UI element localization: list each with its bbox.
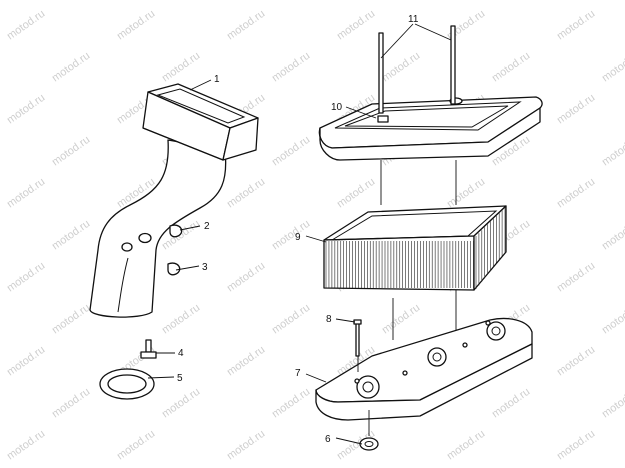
watermark-text: motod.ru <box>600 218 625 253</box>
watermark-text: motod.ru <box>335 8 377 43</box>
callout-4: 4 <box>178 348 184 359</box>
watermark-text: motod.ru <box>490 386 532 421</box>
watermark-text: motod.ru <box>555 428 597 463</box>
watermark-text: motod.ru <box>50 134 92 169</box>
air-box-base <box>315 317 533 421</box>
air-filter-element <box>323 205 507 291</box>
watermark-text: motod.ru <box>600 134 625 169</box>
callout-10: 10 <box>331 102 343 113</box>
callout-9: 9 <box>295 232 301 243</box>
watermark-text: motod.ru <box>225 428 267 463</box>
callout-1: 1 <box>214 74 220 85</box>
watermark-text: motod.ru <box>160 50 202 85</box>
watermark-text: motod.ru <box>160 386 202 421</box>
watermark-text: motod.ru <box>225 8 267 43</box>
watermark-text: motod.ru <box>555 344 597 379</box>
watermark-text: motod.ru <box>5 92 47 127</box>
watermark-text: motod.ru <box>600 386 625 421</box>
watermark-text: motod.ru <box>225 344 267 379</box>
callout-5: 5 <box>177 373 183 384</box>
watermark-text: motod.ru <box>5 260 47 295</box>
watermark-text: motod.ru <box>5 176 47 211</box>
watermark-text: motod.ru <box>445 176 487 211</box>
watermark-text: motod.ru <box>225 176 267 211</box>
watermark-text: motod.ru <box>600 50 625 85</box>
air-box-lid <box>318 96 543 161</box>
watermark-text: motod.ru <box>5 428 47 463</box>
watermark-text: motod.ru <box>50 50 92 85</box>
watermark-text: motod.ru <box>50 218 92 253</box>
watermark-text: motod.ru <box>270 134 312 169</box>
watermark-text: motod.ru <box>445 428 487 463</box>
hose-clamp-lower <box>121 242 181 276</box>
callout-8: 8 <box>326 314 332 325</box>
watermark-text: motod.ru <box>5 8 47 43</box>
watermark-text: motod.ru <box>600 302 625 337</box>
watermark-text: motod.ru <box>335 176 377 211</box>
callout-numbers: 1 2 3 4 5 6 7 8 9 10 11 <box>177 14 419 445</box>
watermark-text: motod.ru <box>115 8 157 43</box>
watermark-text: motod.ru <box>270 218 312 253</box>
watermark-text: motod.ru <box>270 386 312 421</box>
callout-11: 11 <box>408 14 419 25</box>
filter-pleats <box>325 207 506 289</box>
callout-3: 3 <box>202 262 208 273</box>
bolt <box>140 339 157 359</box>
watermark-text: motod.ru <box>5 344 47 379</box>
callout-2: 2 <box>204 221 210 232</box>
watermark-text: motod.ru <box>115 428 157 463</box>
leader-lines <box>147 23 452 445</box>
watermark-text: motod.ru <box>50 302 92 337</box>
long-bolts <box>378 25 456 114</box>
watermark-text: motod.ru <box>270 302 312 337</box>
watermark-text: motod.ru <box>225 260 267 295</box>
watermark-text: motod.ru <box>555 176 597 211</box>
watermark-text: motod.ru <box>380 50 422 85</box>
grommet <box>359 437 379 451</box>
watermark-text: motod.ru <box>555 260 597 295</box>
watermark-text: motod.ru <box>490 50 532 85</box>
watermark-text: motod.ru <box>380 302 422 337</box>
watermark-text: motod.ru <box>270 50 312 85</box>
intake-duct <box>89 83 259 318</box>
hose-clamp-upper <box>138 224 183 244</box>
watermark-text: motod.ru <box>555 92 597 127</box>
watermark-text: motod.ru <box>50 386 92 421</box>
watermark-text: motod.ru <box>555 8 597 43</box>
screw <box>353 319 362 357</box>
callout-6: 6 <box>325 434 331 445</box>
assembly-lines <box>357 160 457 436</box>
callout-7: 7 <box>295 368 301 379</box>
gasket-ring <box>99 368 155 400</box>
watermark-text: motod.ru <box>160 302 202 337</box>
